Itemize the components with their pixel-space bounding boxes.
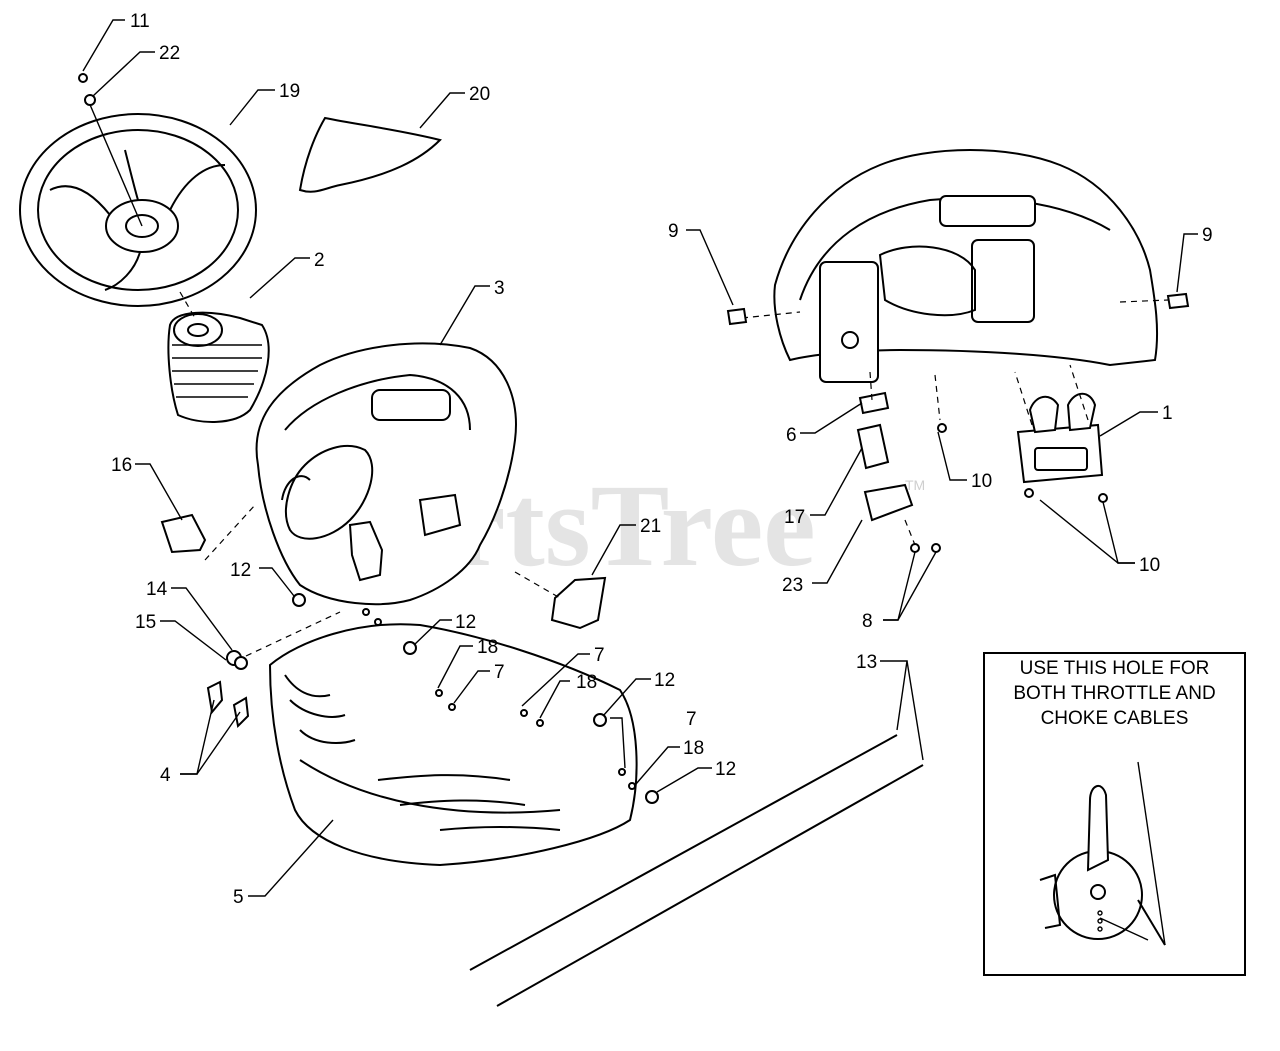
callout-11: 11 <box>130 11 150 32</box>
callout-14: 14 <box>146 579 168 600</box>
inset-note-line-2: BOTH THROTTLE AND <box>1013 683 1216 704</box>
callout-7a: 7 <box>494 662 505 683</box>
callout-10a: 10 <box>971 471 992 492</box>
callout-1: 1 <box>1162 403 1173 424</box>
switch-axis <box>204 504 256 561</box>
plate-23 <box>863 483 914 522</box>
callout-15: 15 <box>135 612 156 633</box>
callout-9b: 9 <box>1202 225 1213 246</box>
callout-12d: 12 <box>715 759 736 780</box>
fastener-group <box>226 593 659 804</box>
callout-12c: 12 <box>654 670 675 691</box>
callout-23: 23 <box>782 575 803 596</box>
nut-11 <box>78 73 88 83</box>
callout-18a: 18 <box>477 637 498 658</box>
inset-throttle-illustration <box>1039 785 1166 946</box>
screw-8b <box>931 543 941 553</box>
leader-lines <box>82 19 1198 946</box>
nut-axis <box>87 99 143 227</box>
trim-strip-lower <box>496 764 924 1007</box>
callout-9a: 9 <box>668 221 679 242</box>
boot-axis <box>179 291 196 319</box>
callout-6: 6 <box>786 425 797 446</box>
steering-wheel <box>19 113 257 307</box>
callout-20: 20 <box>469 84 490 105</box>
callout-3: 3 <box>494 278 505 299</box>
trademark-mark: TM <box>905 477 925 493</box>
callout-8: 8 <box>862 611 873 632</box>
callout-21: 21 <box>640 516 661 537</box>
callout-16: 16 <box>111 455 132 476</box>
dash-panel <box>255 342 517 606</box>
callout-18b: 18 <box>576 672 597 693</box>
callout-7c: 7 <box>686 709 697 730</box>
access-cover <box>550 576 607 630</box>
callout-18c: 18 <box>683 738 704 759</box>
callout-5: 5 <box>233 887 244 908</box>
callout-7b: 7 <box>594 645 605 666</box>
spacer-4b <box>232 696 250 729</box>
callout-10b: 10 <box>1139 555 1160 576</box>
callout-22: 22 <box>159 43 180 64</box>
bolt-9-right <box>1166 292 1190 310</box>
washer-22 <box>84 94 96 106</box>
key-switch <box>160 513 207 554</box>
steering-boot <box>167 311 270 423</box>
callout-19: 19 <box>279 81 300 102</box>
callout-12a: 12 <box>230 560 251 581</box>
callout-4: 4 <box>160 765 171 786</box>
spacer-4a <box>206 680 224 715</box>
trim-strip-upper <box>469 734 898 971</box>
inset-note-box: USE THIS HOLE FOR BOTH THROTTLE AND CHOK… <box>983 652 1246 976</box>
callout-2: 2 <box>314 250 325 271</box>
throttle-assembly <box>1016 392 1104 484</box>
callout-13: 13 <box>856 652 877 673</box>
bolt-9-left <box>726 307 748 326</box>
inset-note-text: USE THIS HOLE FOR BOTH THROTTLE AND CHOK… <box>985 656 1244 731</box>
steering-shield <box>298 116 442 193</box>
screw-8a <box>910 543 920 553</box>
screw-10c <box>937 423 947 433</box>
screw-10a <box>1024 488 1034 498</box>
inset-note-line-3: CHOKE CABLES <box>1040 708 1189 729</box>
screw-10b <box>1098 493 1108 503</box>
rear-hood <box>773 149 1159 383</box>
callout-12b: 12 <box>455 612 476 633</box>
bracket-6 <box>858 391 890 415</box>
inset-note-line-1: USE THIS HOLE FOR <box>1019 658 1210 679</box>
callout-17: 17 <box>784 507 805 528</box>
switch-17 <box>856 423 890 470</box>
